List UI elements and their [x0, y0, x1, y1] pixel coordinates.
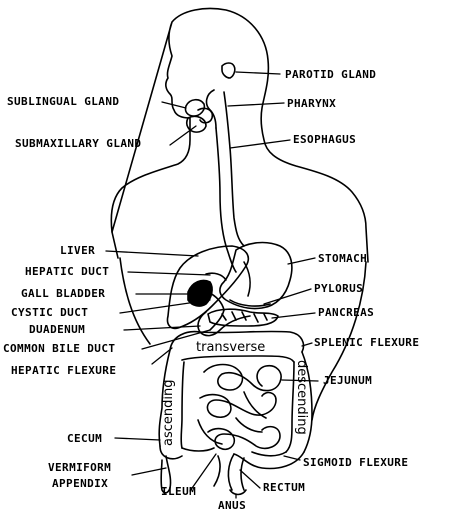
- label-ileum: ILEUM: [161, 485, 197, 498]
- transverse-colon-outer: [169, 330, 305, 353]
- pharynx-shape: [205, 89, 217, 129]
- label-sublingual-gland: SUBLINGUAL GLAND: [7, 95, 120, 108]
- esophagus-right: [223, 91, 245, 247]
- label-duadenum: DUADENUM: [29, 323, 86, 336]
- leader-lines: [105, 71, 319, 499]
- label-pylorus: PYLORUS: [314, 282, 364, 295]
- label-pharynx: PHARYNX: [287, 97, 337, 110]
- label-hepatic-flexure: HEPATIC FLEXURE: [11, 364, 117, 377]
- navel-line: [119, 257, 151, 345]
- submaxillary-gland-shape: [185, 115, 207, 133]
- body-outline: [110, 7, 369, 263]
- label-parotid-gland: PAROTID GLAND: [285, 68, 377, 81]
- parotid-gland-shape: [221, 62, 236, 79]
- esophagus-left: [215, 127, 237, 273]
- cystic-duct-shape: [207, 291, 225, 311]
- ascending-label: ascending: [161, 380, 176, 446]
- submaxillary-gland-shape-2: [197, 107, 214, 124]
- label-stomach: STOMACH: [318, 252, 368, 265]
- label-hepatic-duct: HEPATIC DUCT: [25, 265, 110, 278]
- ileum-connection: [181, 447, 215, 452]
- cecum-shape: [159, 445, 183, 460]
- label-appendix: APPENDIX: [52, 477, 109, 490]
- anus-shape: [229, 489, 247, 496]
- label-gall-bladder: GALL BLADDER: [21, 287, 106, 300]
- ascending-colon-inner: [180, 361, 185, 449]
- pancreas-texture: [221, 311, 268, 323]
- sigmoid-colon-inner: [251, 451, 287, 457]
- liver-shape: [166, 245, 250, 330]
- label-common-bile-duct: COMMON BILE DUCT: [3, 342, 116, 355]
- common-bile-duct-shape: [209, 309, 225, 331]
- duodenum-shape: [197, 311, 251, 337]
- torso-side-left: [111, 231, 119, 259]
- label-pancreas: PANCREAS: [318, 306, 375, 319]
- label-submaxillary-gland: SUBMAXILLARY GLAND: [15, 137, 142, 150]
- label-sigmoid-flexure: SIGMOID FLEXURE: [303, 456, 409, 469]
- descending-colon-inner: [285, 361, 295, 453]
- appendix-shape: [160, 455, 172, 494]
- descending-colon-outer: [301, 351, 313, 453]
- label-jejunum: JEJUNUM: [323, 374, 373, 387]
- transverse-label: transverse: [196, 340, 265, 355]
- label-liver: LIVER: [60, 244, 96, 257]
- descending-label: descending: [294, 360, 309, 435]
- sublingual-gland-shape: [184, 98, 206, 117]
- pylorus-shape: [229, 299, 271, 307]
- label-anus: ANUS: [218, 499, 247, 512]
- hepatic-duct-shape: [205, 272, 227, 281]
- label-cystic-duct: CYSTIC DUCT: [11, 306, 89, 319]
- sigmoid-colon: [233, 451, 305, 470]
- pancreas-shape: [207, 308, 279, 327]
- ascending-colon-outer: [158, 349, 171, 447]
- label-vermiform: VERMIFORM: [48, 461, 112, 474]
- stomach-shape: [219, 241, 293, 310]
- stomach-fold: [243, 261, 251, 297]
- label-rectum: RECTUM: [263, 481, 306, 494]
- label-cecum: CECUM: [67, 432, 103, 445]
- label-esophagus: ESOPHAGUS: [293, 133, 357, 146]
- small-intestine-coils: [197, 363, 282, 487]
- transverse-colon-inner: [181, 355, 295, 363]
- label-splenic-flexure: SPLENIC FLEXURE: [314, 336, 420, 349]
- rectum-shape: [227, 453, 245, 491]
- torso-side-right: [311, 261, 367, 421]
